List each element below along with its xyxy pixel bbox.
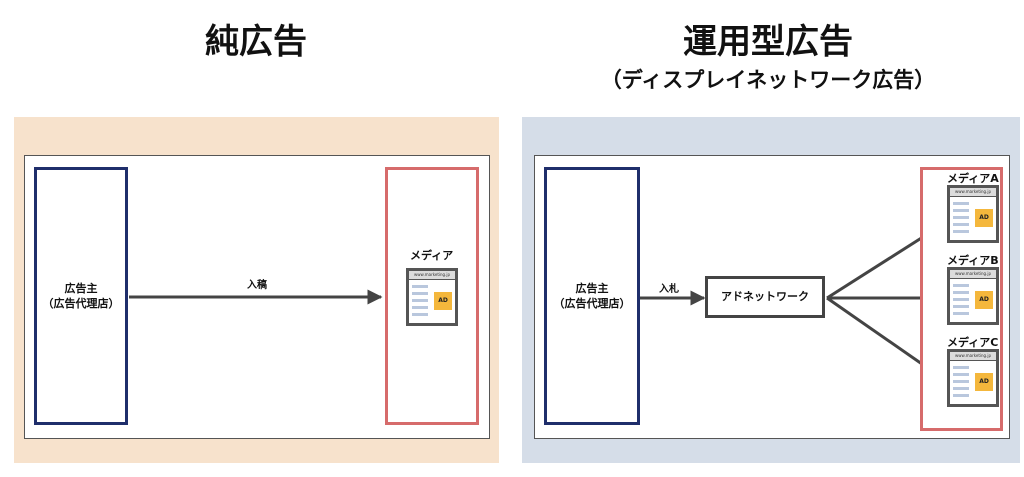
website-url-bar: www.marketing.jp [950,188,996,197]
text-line [953,284,969,287]
advertiser-box: 広告主 （広告代理店） [544,167,640,425]
media-b-label: メディアB [947,254,999,267]
advertiser-label: 広告主 （広告代理店） [37,281,125,311]
website-url-bar: www.marketing.jp [409,271,455,280]
submit-edge-label: 入稿 [247,280,267,291]
text-line [412,285,428,288]
advertiser-label: 広告主 （広告代理店） [547,281,637,311]
media-frame: メディアA www.marketing.jp AD メディアB www.mark… [920,167,1003,431]
pure-ad-title: 純広告 [205,22,307,62]
text-line [953,394,969,397]
pure-ad-diagram: 広告主 （広告代理店） 入稿 メディア www.marketing.jp [24,155,490,439]
text-line [953,380,969,383]
advertiser-label-line1: 広告主 [575,282,609,295]
media-label: メディア [410,249,454,262]
text-line [412,306,428,309]
website-url-bar: www.marketing.jp [950,352,996,361]
ad-network-box: アドネットワーク [705,276,825,318]
media-frame: メディア www.marketing.jp AD [385,167,479,425]
text-line [953,230,969,233]
text-line [412,313,428,316]
programmatic-ad-panel: 広告主 （広告代理店） 入札 アドネットワーク メディアA www.market… [522,117,1020,463]
website-c-icon: www.marketing.jp AD [947,349,999,407]
text-line [953,312,969,315]
programmatic-ad-subtitle: （ディスプレイネットワーク広告） [600,68,936,92]
text-line [412,299,428,302]
text-line [953,298,969,301]
text-line [953,366,969,369]
text-line [953,387,969,390]
website-icon: www.marketing.jp AD [406,268,458,326]
media-c-label: メディアC [947,336,999,349]
advertiser-label-line1: 広告主 [64,282,98,295]
programmatic-ad-diagram: 広告主 （広告代理店） 入札 アドネットワーク メディアA www.market… [534,155,1010,439]
text-line [412,292,428,295]
text-line [953,373,969,376]
ad-block: AD [975,373,993,391]
programmatic-ad-title: 運用型広告 [683,22,853,62]
text-line [953,202,969,205]
ad-block: AD [975,209,993,227]
text-line [953,216,969,219]
pure-ad-panel: 広告主 （広告代理店） 入稿 メディア www.marketing.jp [14,117,499,463]
advertiser-label-line2: （広告代理店） [553,297,631,310]
text-line [953,209,969,212]
website-a-icon: www.marketing.jp AD [947,185,999,243]
advertiser-box: 広告主 （広告代理店） [34,167,128,425]
advertiser-label-line2: （広告代理店） [42,297,120,310]
pure-ad-arrows [129,289,383,305]
website-url-bar: www.marketing.jp [950,270,996,279]
text-line [953,305,969,308]
text-line [953,291,969,294]
media-a-label: メディアA [947,172,999,185]
website-b-icon: www.marketing.jp AD [947,267,999,325]
ad-block: AD [975,291,993,309]
bid-edge-label: 入札 [659,284,679,295]
text-line [953,223,969,226]
ad-block: AD [434,292,452,310]
